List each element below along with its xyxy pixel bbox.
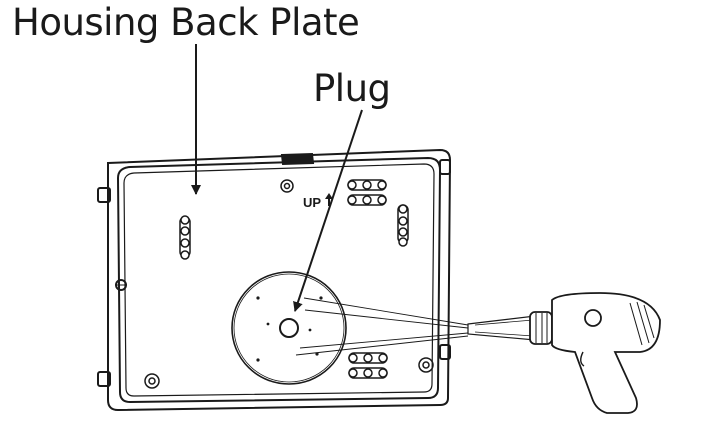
housing-back-plate-label: Housing Back Plate [12,1,360,44]
drill-guide-lines [295,297,469,356]
plug-label: Plug [313,67,391,110]
power-drill-icon [467,292,661,414]
mounting-slots [179,179,409,379]
knockout-disc [231,271,347,385]
plug-arrow [293,109,363,312]
up-marking: UP [303,193,333,210]
up-text: UP [303,195,321,210]
callout-arrows [191,44,363,312]
up-arrow-icon [325,193,333,206]
plug [279,318,299,338]
corner-screws [144,179,434,389]
